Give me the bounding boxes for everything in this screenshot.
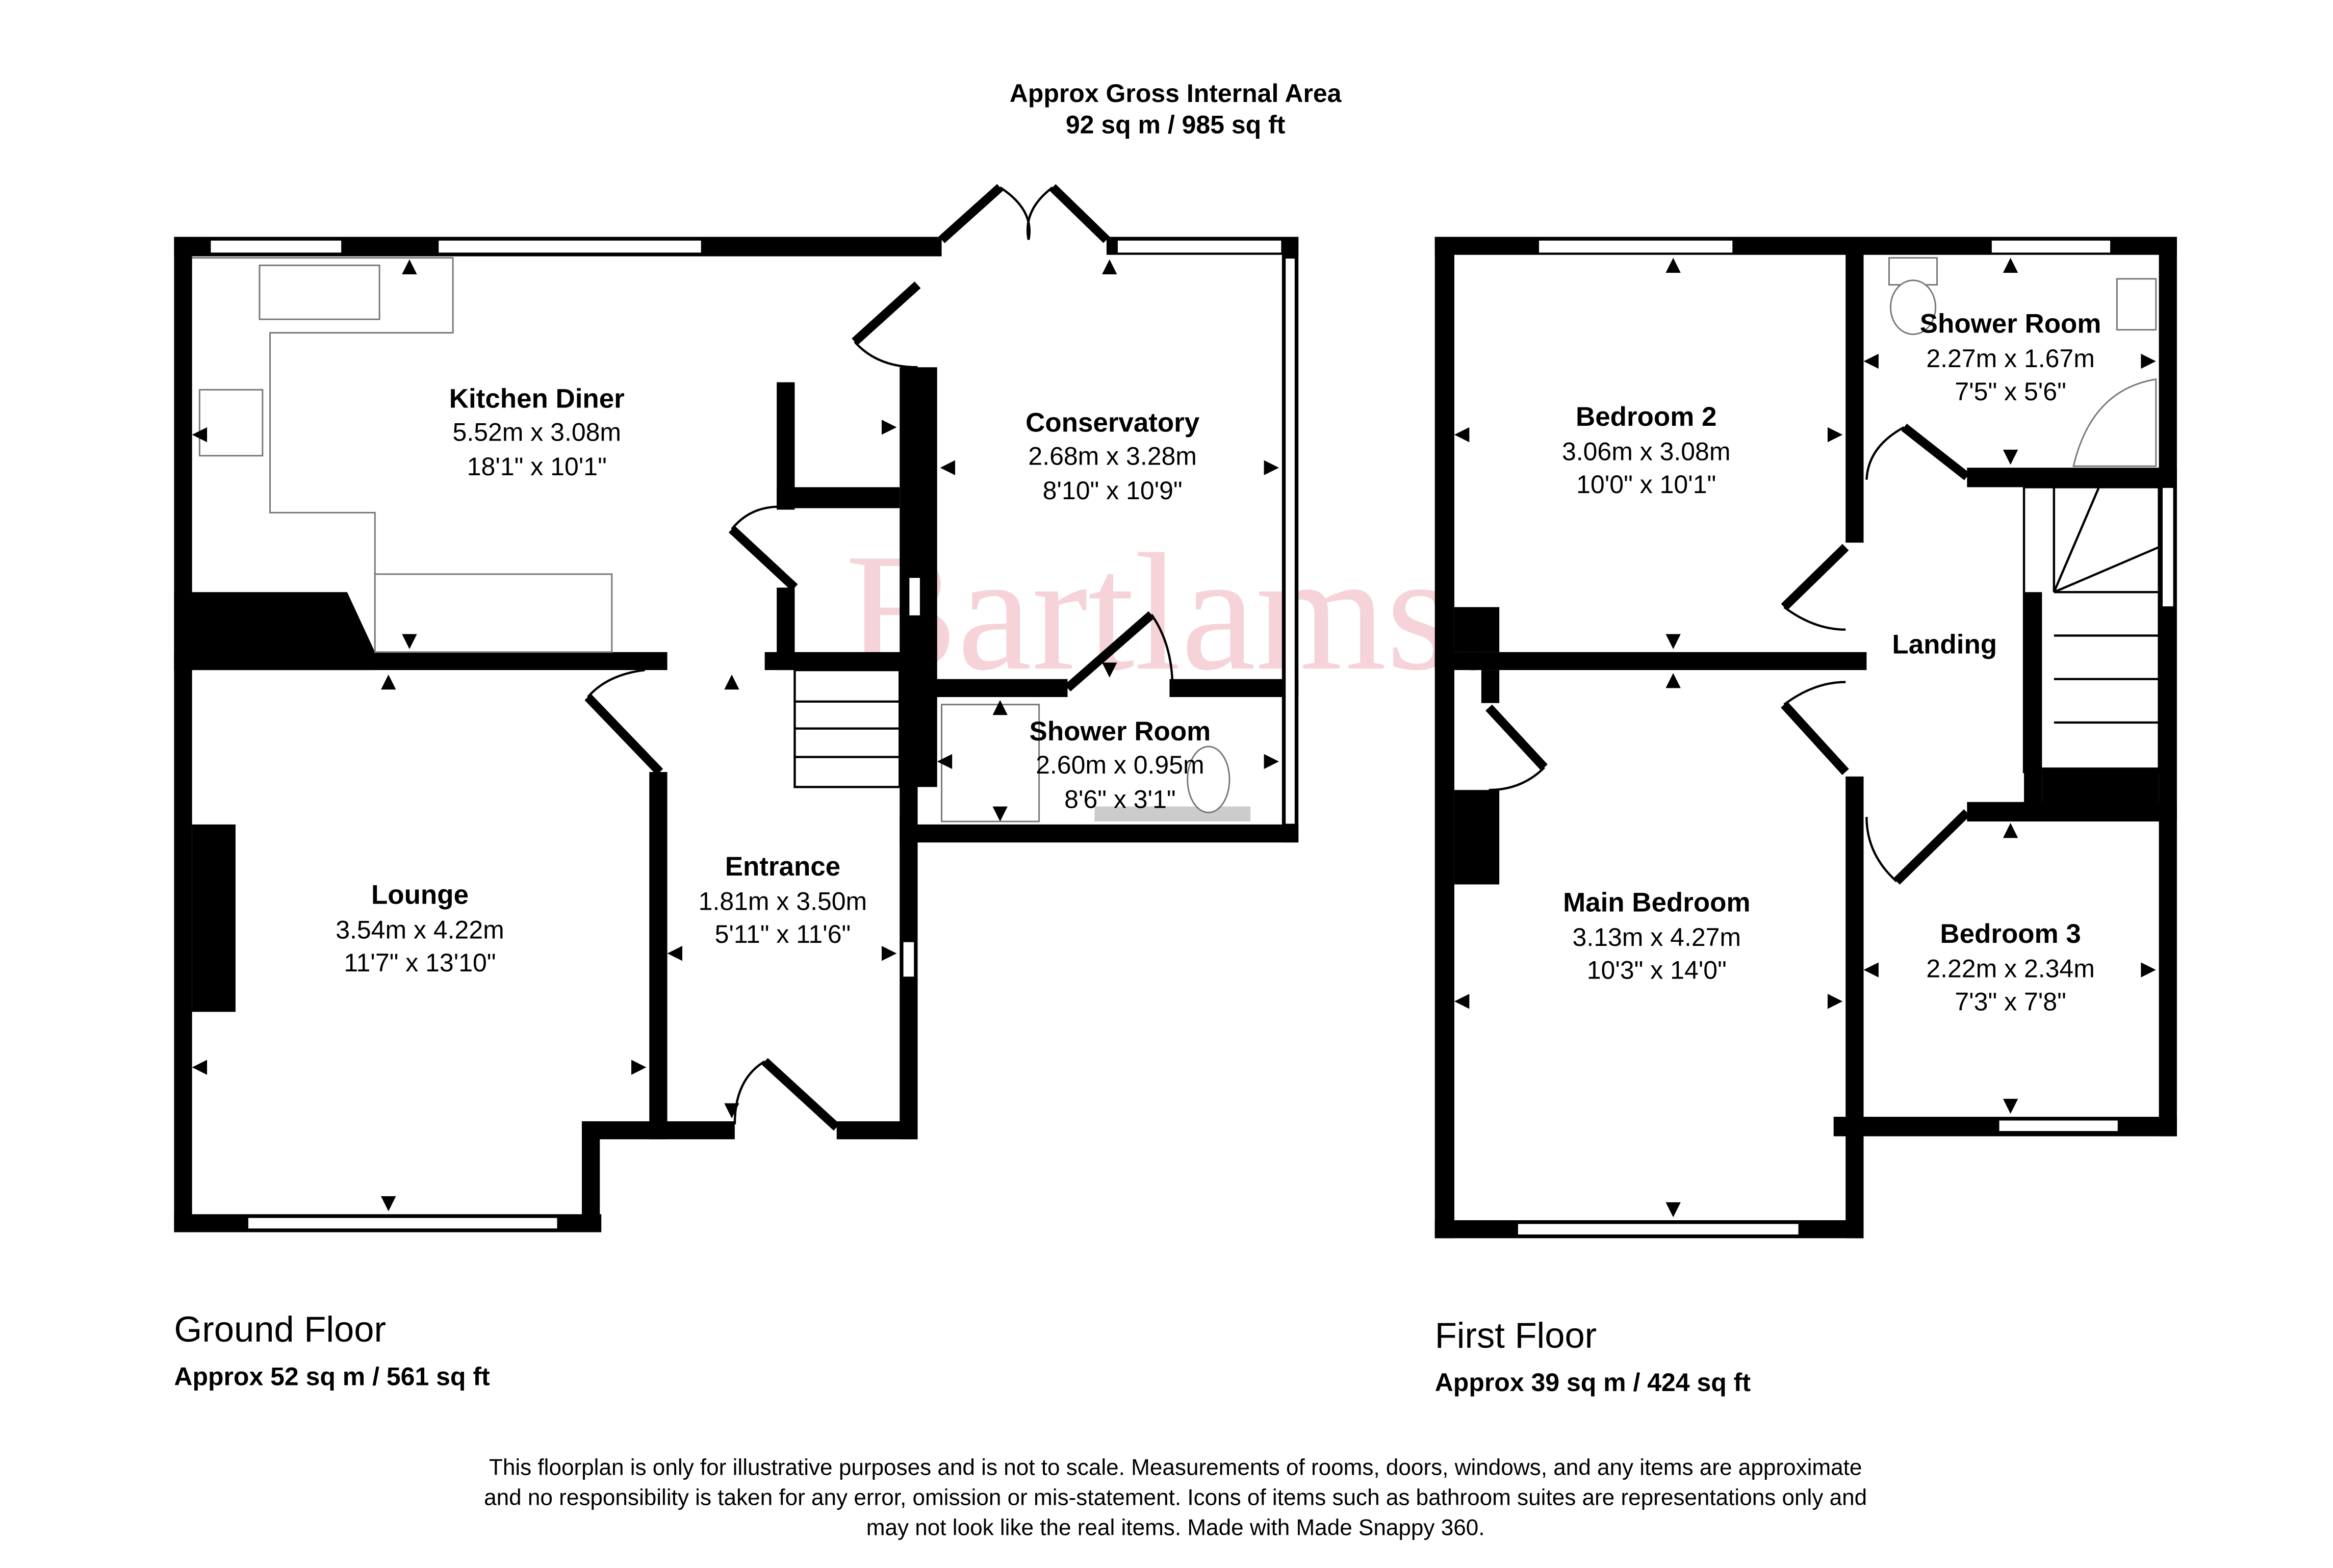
room-main-bedroom: Main Bedroom 3.13m x 4.27m 10'3" x 14'0": [1563, 887, 1750, 984]
room-entrance: Entrance 1.81m x 3.50m 5'11" x 11'6": [699, 852, 867, 948]
room-name: Bedroom 3: [1940, 919, 2081, 949]
room-lounge: Lounge 3.54m x 4.22m 11'7" x 13'10": [336, 880, 504, 977]
room-metric: 5.52m x 3.08m: [453, 418, 622, 446]
disclaimer-line: and no responsibility is taken for any e…: [484, 1485, 1867, 1510]
room-name: Shower Room: [1920, 309, 2101, 339]
room-metric: 2.68m x 3.28m: [1028, 442, 1197, 470]
room-metric: 2.27m x 1.67m: [1926, 344, 2095, 373]
hob-icon: [198, 389, 264, 457]
first-floor-label: First Floor: [1435, 1315, 1597, 1355]
measurement-arrows: [1454, 258, 2156, 1218]
room-imperial: 10'3" x 14'0": [1587, 956, 1727, 985]
disclaimer-line: This floorplan is only for illustrative …: [489, 1455, 1862, 1480]
room-name: Bedroom 2: [1576, 402, 1716, 432]
room-name: Kitchen Diner: [449, 384, 625, 414]
room-shower-room-first: Shower Room 2.27m x 1.67m 7'5" x 5'6": [1920, 309, 2101, 406]
room-kitchen-diner: Kitchen Diner 5.52m x 3.08m 18'1" x 10'1…: [449, 384, 625, 481]
ground-floor-plan: [174, 184, 1299, 1232]
measurement-arrows: [192, 259, 1279, 1212]
room-imperial: 8'10" x 10'9": [1043, 476, 1183, 505]
basin-icon: [2116, 278, 2157, 331]
room-name: Main Bedroom: [1563, 887, 1750, 917]
ground-floor-label: Ground Floor: [174, 1309, 386, 1349]
room-imperial: 5'11" x 11'6": [715, 920, 851, 948]
room-bedroom-3: Bedroom 3 2.22m x 2.34m 7'3" x 7'8": [1926, 919, 2095, 1016]
disclaimer-line: may not look like the real items. Made w…: [866, 1515, 1485, 1540]
ground-floor-area: Approx 52 sq m / 561 sq ft: [174, 1362, 490, 1391]
room-name: Shower Room: [1030, 716, 1211, 747]
room-imperial: 11'7" x 13'10": [344, 948, 496, 977]
room-bedroom-2: Bedroom 2 3.06m x 3.08m 10'0" x 10'1": [1562, 402, 1731, 499]
room-imperial: 10'0" x 10'1": [1576, 470, 1716, 499]
toilet-icon: [1889, 279, 1937, 336]
room-name: Entrance: [725, 852, 840, 882]
toilet-icon: [1187, 746, 1230, 813]
first-floor-area: Approx 39 sq m / 424 sq ft: [1435, 1368, 1751, 1397]
room-metric: 3.06m x 3.08m: [1562, 438, 1731, 466]
room-imperial: 18'1" x 10'1": [467, 452, 607, 481]
watermark-logo: Bartlams.: [845, 520, 1494, 705]
room-shower-room-ground: Shower Room 2.60m x 0.95m 8'6" x 3'1": [1030, 716, 1211, 813]
shower-fitting: [1094, 806, 1251, 821]
room-metric: 2.22m x 2.34m: [1926, 955, 2095, 983]
room-name: Landing: [1892, 630, 1997, 660]
room-imperial: 8'6" x 3'1": [1064, 785, 1175, 814]
room-metric: 3.54m x 4.22m: [336, 915, 504, 944]
room-name: Conservatory: [1026, 408, 1200, 438]
room-imperial: 7'3" x 7'8": [1955, 987, 2066, 1016]
room-name: Lounge: [371, 880, 469, 910]
sink-icon: [259, 264, 380, 320]
gross-area-title: Approx Gross Internal Area: [1010, 79, 1342, 108]
gross-area-value: 92 sq m / 985 sq ft: [1066, 111, 1286, 139]
first-floor-plan: [1434, 237, 2177, 1239]
room-landing: Landing: [1892, 630, 1997, 660]
kitchen-units: [374, 573, 613, 653]
shower-tray-icon: [941, 704, 1040, 822]
room-metric: 1.81m x 3.50m: [699, 887, 867, 915]
room-metric: 2.60m x 0.95m: [1036, 751, 1204, 779]
corner-shower-icon: [2072, 378, 2157, 467]
room-imperial: 7'5" x 5'6": [1955, 377, 2066, 406]
room-metric: 3.13m x 4.27m: [1573, 923, 1741, 952]
room-conservatory: Conservatory 2.68m x 3.28m 8'10" x 10'9": [1026, 408, 1200, 505]
